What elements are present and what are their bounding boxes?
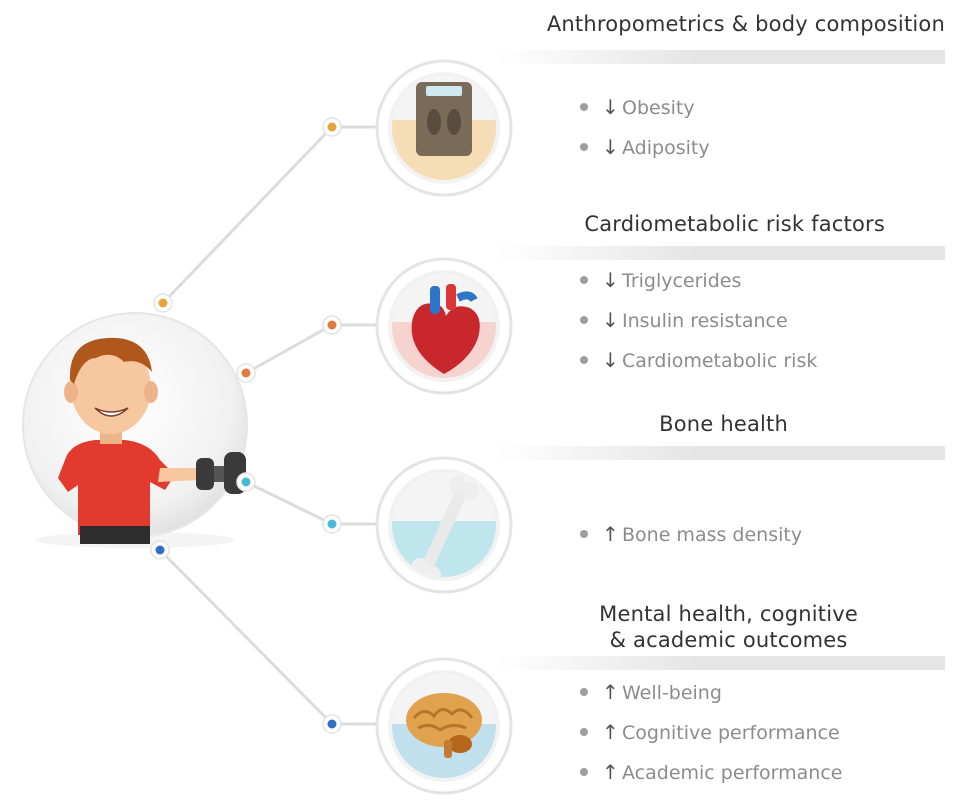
connector-dot-icon-mental [327,719,337,729]
bullet-list-cardiometabolic: ↓Triglycerides ↓Insulin resistance ↓Card… [575,260,817,380]
bullet-item: ↑Well-being [575,672,842,712]
bullet-dot [580,727,588,736]
bullet-dot [580,275,588,284]
bullet-item: ↓Cardiometabolic risk [575,340,817,380]
bullet-text: Obesity [622,97,695,119]
title-shade-bone [495,446,945,460]
bullet-dot [580,142,588,151]
bullet-text: Bone mass density [622,524,803,546]
bullet-dot [580,355,588,364]
bullet-dot [580,687,588,696]
child-exercising-icon [22,312,248,548]
bullet-item: ↓Adiposity [575,127,710,167]
shirt [58,440,175,535]
section-title-mental: Mental health, cognitive & academic outc… [599,601,858,653]
decrease-arrow-icon: ↓ [602,268,619,292]
bullet-text: Insulin resistance [622,310,788,332]
decrease-arrow-icon: ↓ [602,348,619,372]
connector-dot-icon-anthropometrics [327,122,337,132]
bullet-item: ↑Bone mass density [575,514,802,554]
bone-icon [375,456,513,594]
bullet-list-bone: ↑Bone mass density [575,514,802,554]
title-shade-mental [495,656,945,670]
section-title-mental-line2: & academic outcomes [609,628,848,652]
decrease-arrow-icon: ↓ [602,135,619,159]
section-title-bone: Bone health [659,412,788,436]
bullet-item: ↑Cognitive performance [575,712,842,752]
connector-dot-hub-mental [155,545,165,555]
bullet-dot [580,315,588,324]
heart-icon [375,257,513,395]
scale-icon [375,59,513,197]
bullet-list-mental: ↑Well-being ↑Cognitive performance ↑Acad… [575,672,842,792]
section-title-cardiometabolic: Cardiometabolic risk factors [584,212,885,236]
increase-arrow-icon: ↑ [602,720,619,744]
bullet-text: Cardiometabolic risk [622,350,818,372]
bullet-dot [580,102,588,111]
connector-dot-icon-bone [327,519,337,529]
increase-arrow-icon: ↑ [602,522,619,546]
bullet-item: ↓Obesity [575,87,710,127]
bullet-item: ↑Academic performance [575,752,842,792]
decrease-arrow-icon: ↓ [602,95,619,119]
brain-icon [375,657,513,795]
title-shade-cardiometabolic [495,246,945,260]
section-title-mental-line1: Mental health, cognitive [599,602,858,626]
decrease-arrow-icon: ↓ [602,308,619,332]
increase-arrow-icon: ↑ [602,760,619,784]
connector-line-mental [158,548,334,726]
section-title-anthropometrics: Anthropometrics & body composition [546,12,945,36]
increase-arrow-icon: ↑ [602,680,619,704]
bullet-list-anthropometrics: ↓Obesity ↓Adiposity [575,87,710,167]
bullet-text: Cognitive performance [622,722,840,744]
bullet-dot [580,767,588,776]
bullet-text: Triglycerides [622,270,742,292]
bullet-item: ↓Insulin resistance [575,300,817,340]
connector-dot-hub-cardiometabolic [241,368,251,378]
bullet-text: Academic performance [622,762,843,784]
bullet-text: Well-being [622,682,722,704]
hair [69,337,152,384]
bullet-item: ↓Triglycerides [575,260,817,300]
title-shade-anthropometrics [495,50,945,64]
connector-line-anthropometrics [161,125,334,305]
connector-dot-hub-bone [241,477,251,487]
connector-dot-icon-cardiometabolic [327,320,337,330]
bullet-text: Adiposity [622,137,710,159]
connector-line-cardiometabolic [245,323,333,375]
connector-dot-hub-anthropometrics [158,298,168,308]
connector-line-bone [245,480,333,526]
bullet-dot [580,529,588,538]
